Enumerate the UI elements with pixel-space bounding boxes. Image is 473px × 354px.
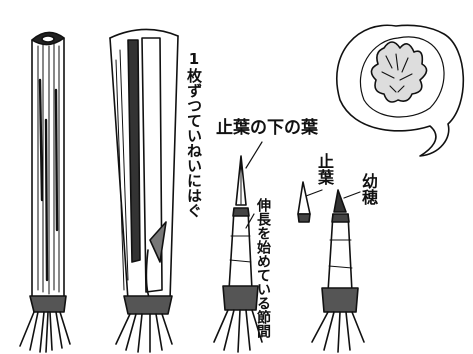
magnified-panicle-balloon (335, 24, 465, 157)
leaf-below-flag-label: 止葉の下の葉 (216, 118, 318, 138)
leader-line-panicle (343, 191, 361, 199)
whole-stem-figure (19, 31, 71, 353)
elongating-internode-label: 伸長を始めている節間 (255, 198, 271, 338)
panicle-stem-figure (311, 189, 365, 353)
peel-instruction-label: 1枚ずつていねいにはぐ (185, 50, 203, 218)
leader-line-flag-leaf (305, 189, 323, 197)
leader-line-leaf-below (245, 141, 263, 169)
leader-line-internode (245, 213, 255, 229)
flag-leaf-figure (297, 181, 311, 223)
peeled-stem-figure (109, 28, 179, 353)
flag-leaf-label: 止葉 (315, 153, 334, 185)
inner-stem-figure (213, 155, 263, 353)
young-panicle-label: 幼穂 (359, 173, 378, 205)
